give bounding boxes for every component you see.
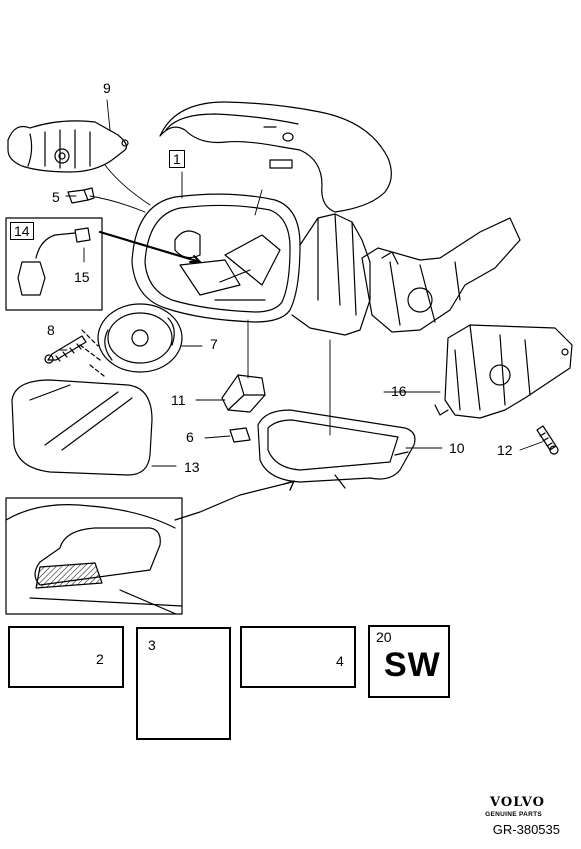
mounting-bracket	[434, 324, 573, 419]
panel-part-4	[240, 626, 356, 688]
mirror-housing	[131, 193, 371, 336]
mirror-cover	[159, 101, 392, 213]
puddle-lamp	[221, 374, 266, 413]
callout-20: 20	[376, 629, 392, 645]
callout-9: 9	[103, 80, 111, 96]
callout-16: 16	[391, 383, 407, 399]
wiring-inset	[5, 217, 103, 311]
callout-1: 1	[169, 150, 185, 168]
brand-logo: VOLVO	[490, 795, 545, 810]
callout-14: 14	[10, 222, 34, 240]
panel-part-2	[8, 626, 124, 688]
bulb-6	[229, 427, 251, 443]
callout-2: 2	[96, 651, 104, 667]
interior-view-inset	[5, 497, 183, 615]
leader-lines	[59, 99, 543, 521]
callout-8: 8	[47, 322, 55, 338]
callout-13: 13	[184, 459, 200, 475]
callout-12: 12	[497, 442, 513, 458]
callout-5: 5	[52, 189, 60, 205]
screw-12	[536, 425, 559, 455]
callout-6: 6	[186, 429, 194, 445]
panel-part-3	[136, 627, 231, 740]
callout-10: 10	[449, 440, 465, 456]
sw-label: SW	[384, 646, 441, 684]
callout-4: 4	[336, 653, 344, 669]
brand-tagline: GENUINE PARTS	[485, 811, 542, 818]
callout-3: 3	[148, 637, 156, 653]
callout-11: 11	[171, 392, 186, 408]
mirror-arm	[361, 217, 521, 333]
adjuster-motor	[79, 303, 183, 377]
bulb-5	[67, 187, 95, 204]
panel-part-20	[368, 625, 450, 698]
lower-cover	[257, 409, 416, 489]
reference-code: GR-380535	[492, 822, 560, 837]
callout-7: 7	[210, 336, 218, 352]
indicator-lamp	[7, 120, 129, 173]
mirror-glass	[11, 379, 153, 476]
callout-15: 15	[74, 269, 90, 285]
screw-8	[44, 335, 87, 364]
